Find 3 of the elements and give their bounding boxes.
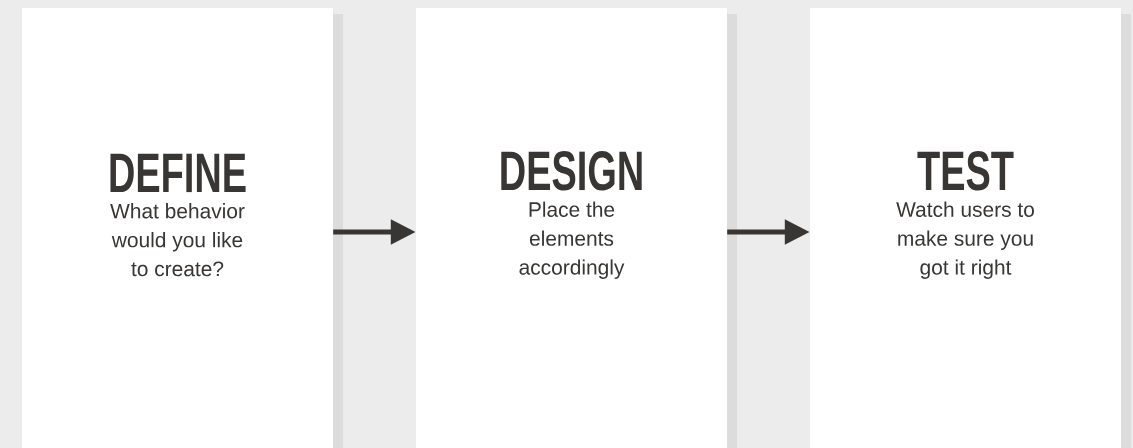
- step-card: DESIGN Place the elements accordingly: [416, 8, 727, 448]
- step-card: DEFINE What behavior would you like to create?: [22, 8, 333, 448]
- step-card: TEST Watch users to make sure you got it right: [810, 8, 1121, 448]
